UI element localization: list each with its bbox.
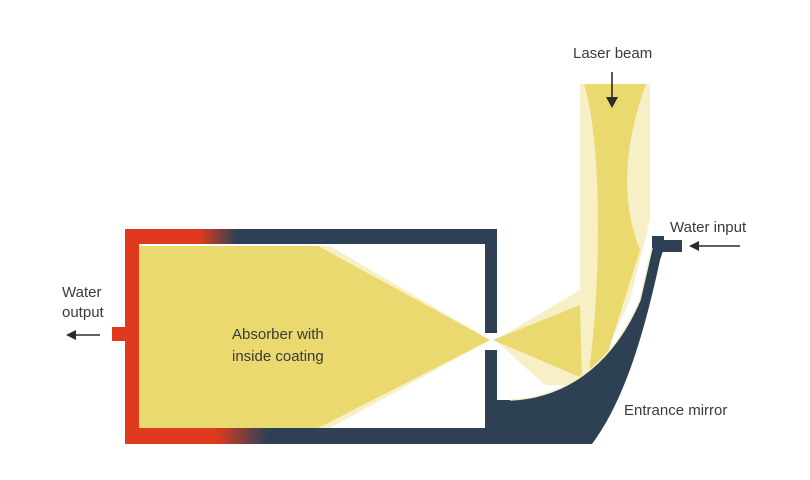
laser-beam-label: Laser beam [573,45,652,62]
absorber-left-wall [125,229,139,444]
entrance-mirror-label: Entrance mirror [624,402,727,419]
water-input-label: Water input [670,219,747,236]
absorber-beam-core [138,246,490,428]
absorber-top-wall [125,229,497,244]
water-output-label-line2: output [62,304,105,321]
entrance-mirror-face [509,247,653,401]
absorber-right-wall-upper [485,229,497,333]
reflected-beam-core [493,305,582,378]
absorber-label-line2: inside coating [232,348,324,365]
water-input-nozzle [660,240,682,252]
water-output-label-line1: Water [62,284,101,301]
water-output-arrow [66,330,100,340]
absorber-right-wall-lower [485,350,497,444]
water-input-arrow [689,241,740,251]
absorber-bottom-wall [125,428,505,444]
laser-beam-arrow [606,72,618,108]
laser-beam-core [584,84,646,378]
absorber-label-line1: Absorber with [232,326,324,343]
entrance-mirror-body [497,236,664,444]
water-output-nozzle [112,327,126,341]
